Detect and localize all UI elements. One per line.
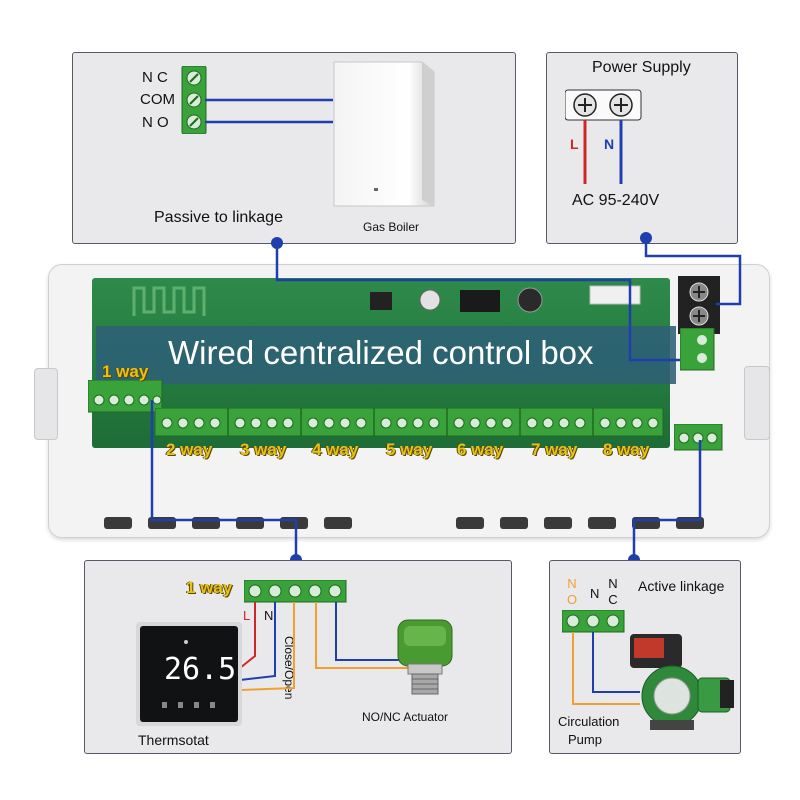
board-power-terminal	[678, 276, 720, 334]
circulation-pump-icon	[630, 634, 734, 730]
zone-screw-terminal	[469, 417, 481, 429]
zone-screw-terminal	[558, 417, 570, 429]
zone-screw-terminal	[396, 417, 408, 429]
way-label-3: 3 way	[240, 440, 287, 459]
gas-boiler-label: Gas Boiler	[363, 220, 420, 234]
boiler-caption: Passive to linkage	[154, 209, 283, 226]
actuator-icon	[397, 619, 453, 695]
thermostat-l-label: L	[243, 608, 251, 623]
boiler-terminal-nc: N C	[142, 69, 168, 86]
zone-screw-terminal	[599, 417, 611, 429]
pump-label-line1: Circulation	[558, 714, 620, 729]
power-supply-panel	[546, 52, 738, 244]
zone-screw-terminal	[526, 417, 538, 429]
zone-screw-terminal	[380, 417, 392, 429]
board-pump-terminal	[674, 424, 723, 451]
boiler-terminal-block	[181, 66, 207, 134]
zone-screw-terminal	[266, 417, 278, 429]
pump-terminal-block	[562, 610, 625, 633]
way-label-8: 8 way	[603, 440, 650, 459]
zone-screw-terminal	[355, 417, 367, 429]
way-label-4: 4 way	[312, 440, 359, 459]
zone-screw-terminal	[307, 417, 319, 429]
control-box-banner	[96, 326, 676, 384]
control-box-title: Wired centralized control box	[168, 334, 594, 371]
zone-screw-terminal	[193, 417, 205, 429]
way-label-2: 2 way	[166, 440, 213, 459]
thermostat-way-label: 1 way	[186, 578, 233, 597]
zone-screw-terminal	[501, 417, 513, 429]
zone-screw-terminal	[428, 417, 440, 429]
way-label-1: 1 way	[102, 362, 149, 381]
right-mount-tab	[744, 366, 770, 440]
way-label-6: 6 way	[457, 440, 504, 459]
zone-screw-terminal	[161, 417, 173, 429]
thermostat-label: Thermsotat	[138, 732, 209, 748]
boiler-wires	[205, 98, 333, 124]
zone-screw-terminal	[234, 417, 246, 429]
zone-screw-terminal	[323, 417, 335, 429]
gas-boiler-icon	[333, 61, 435, 207]
actuator-label: NO/NC Actuator	[362, 710, 449, 724]
zone-screw-terminal	[485, 417, 497, 429]
power-supply-title: Power Supply	[592, 59, 691, 76]
zone-screw-terminal	[412, 417, 424, 429]
zone-screw-terminal	[615, 417, 627, 429]
power-voltage-label: AC 95-240V	[572, 192, 660, 209]
zone-screw-terminal	[631, 417, 643, 429]
pump-n-label: N	[590, 586, 600, 601]
pump-label-line2: Pump	[568, 732, 602, 747]
left-mount-tab	[34, 368, 58, 440]
board-relay-terminal	[680, 328, 715, 371]
board-components	[370, 285, 641, 313]
power-line-label: L	[570, 136, 579, 152]
power-wires	[583, 120, 623, 184]
thermostat-n-label: N	[264, 608, 274, 623]
zone-screw-terminal	[647, 417, 659, 429]
power-terminal-icon	[565, 89, 642, 121]
power-neutral-label: N	[604, 136, 615, 152]
zone-terminal-strip	[155, 408, 664, 437]
zone-screw-terminal	[574, 417, 586, 429]
one-way-terminal-block	[88, 380, 163, 413]
zone-screw-terminal	[250, 417, 262, 429]
thermostat-display-value: 26.5	[164, 652, 237, 687]
pump-panel-title: Active linkage	[638, 578, 725, 594]
thermostat-device	[136, 622, 242, 726]
zone-screw-terminal	[177, 417, 189, 429]
way-label-5: 5 way	[386, 440, 433, 459]
zone-screw-terminal	[339, 417, 351, 429]
zone-screw-terminal	[282, 417, 294, 429]
boiler-terminal-no: N O	[142, 114, 169, 131]
pump-nc-label: N C	[608, 576, 618, 607]
board-antenna-trace	[132, 286, 206, 316]
boiler-terminal-com: COM	[140, 91, 175, 108]
zone-screw-terminal	[453, 417, 465, 429]
boiler-panel	[72, 52, 516, 244]
pump-no-label: N O	[567, 576, 578, 607]
zone-screw-terminal	[542, 417, 554, 429]
zone-screw-terminal	[209, 417, 221, 429]
way-label-7: 7 way	[531, 440, 578, 459]
